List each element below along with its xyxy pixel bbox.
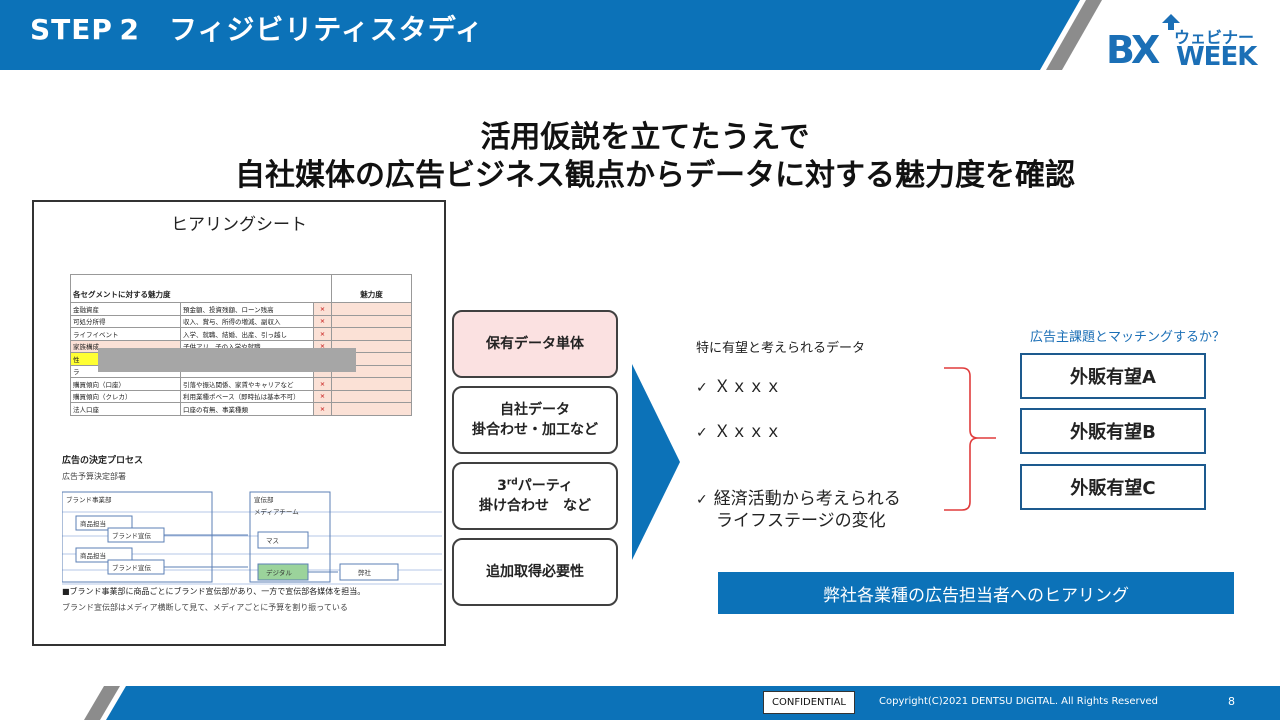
option-label: 3rdパーティ xyxy=(497,477,573,494)
header-bar xyxy=(0,0,1102,70)
decision-process-diagram: ブランド事業部 商品担当 ブランド宣伝 商品担当 ブランド宣伝 宣伝部 メディア… xyxy=(62,491,442,585)
option-label: 保有データ単体 xyxy=(486,335,584,352)
logo-webinar-text: ウェビナー xyxy=(1174,28,1255,47)
process-adv-label: 宣伝部 xyxy=(254,495,274,504)
candidate-box-b: 外販有望B xyxy=(1020,408,1206,454)
hearing-sheet-title: ヒアリングシート xyxy=(171,215,307,235)
candidate-box-c: 外販有望C xyxy=(1020,464,1206,510)
process-title: 広告の決定プロセス xyxy=(62,456,144,466)
confidential-badge: CONFIDENTIAL xyxy=(763,691,855,714)
segment-table-header: 各セグメントに対する魅力度 魅力度 xyxy=(70,274,412,303)
segment-table-attractiveness-header: 魅力度 xyxy=(331,274,412,303)
logo-week-text: WEEK xyxy=(1176,42,1257,72)
segment-table: 各セグメントに対する魅力度 魅力度 金融資産預金額、投資残額、ローン残高× 可処… xyxy=(70,274,412,416)
process-product-label: 商品担当 xyxy=(80,551,106,560)
process-note-1: ■ブランド事業部に商品ごとにブランド宣伝部があり、一方で宣伝部各媒体を担当。 xyxy=(62,587,366,596)
process-note-2: ブランド宣伝部はメディア横断して見て、メディアごとに予算を割り振っている xyxy=(62,603,348,612)
hearing-banner: 弊社各業種の広告担当者へのヒアリング xyxy=(718,572,1234,614)
slide-title: STEP 2 フィジビリティスタディ xyxy=(30,13,484,46)
process-digital-label: デジタル xyxy=(266,568,292,577)
data-item-continuation: ライフステージの変化 xyxy=(716,511,886,531)
headline-line-1: 活用仮説を立てたうえで xyxy=(480,120,810,155)
option-additional-acquisition: 追加取得必要性 xyxy=(452,538,618,606)
table-row: 金融資産預金額、投資残額、ローン残高× xyxy=(70,302,412,316)
bx-week-logo: BX ウェビナー WEEK xyxy=(1106,14,1266,72)
data-item: ✓ Ｘｘｘｘ xyxy=(696,417,782,442)
process-promo-label: ブランド宣伝 xyxy=(112,531,152,540)
process-us-label: 弊社 xyxy=(358,568,372,577)
option-third-party: 3rdパーティ掛け合わせ など xyxy=(452,462,618,530)
process-product-label: 商品担当 xyxy=(80,519,106,528)
data-item: ✓ 経済活動から考えられる xyxy=(696,484,901,509)
logo-arrow-icon xyxy=(1162,14,1180,30)
option-owned-data: 保有データ単体 xyxy=(452,310,618,378)
option-sublabel: 掛合わせ・加工など xyxy=(472,422,598,438)
logo-bx-text: BX xyxy=(1106,28,1160,72)
check-icon: ✓ xyxy=(696,380,708,396)
option-sublabel: 掛け合わせ など xyxy=(479,498,591,514)
promising-data-label: 特に有望と考えられるデータ xyxy=(696,341,866,356)
data-item-label: 経済活動から考えられる xyxy=(713,489,901,509)
page-number: 8 xyxy=(1228,695,1235,708)
copyright-text: Copyright(C)2021 DENTSU DIGITAL. All Rig… xyxy=(879,696,1159,707)
table-row: 購買傾向（口座）引落や振込関係、家賃やキャリアなど× xyxy=(70,377,412,391)
data-item-label: Ｘｘｘｘ xyxy=(713,377,782,397)
data-item-label: Ｘｘｘｘ xyxy=(713,422,782,442)
data-item: ✓ Ｘｘｘｘ xyxy=(696,372,782,397)
process-subtitle: 広告予算決定部署 xyxy=(62,472,126,481)
table-row: ライフイベント入学、就職、結婚、出産、引っ越し× xyxy=(70,327,412,341)
process-mass-label: マス xyxy=(266,537,279,545)
option-label: 追加取得必要性 xyxy=(486,563,584,580)
redaction-blur xyxy=(98,348,356,372)
process-promo-label: ブランド宣伝 xyxy=(112,563,152,572)
option-own-data-combination: 自社データ掛合わせ・加工など xyxy=(452,386,618,454)
check-icon: ✓ xyxy=(696,425,708,441)
process-brand-label: ブランド事業部 xyxy=(66,495,112,504)
check-icon: ✓ xyxy=(696,492,708,508)
table-row: 購買傾向（クレカ）利用業種ポベース（即時払は基本不可）× xyxy=(70,389,412,403)
matching-question: 広告主課題とマッチングするか？ xyxy=(1030,330,1226,345)
process-media-team-label: メディアチーム xyxy=(254,507,299,516)
headline-line-2: 自社媒体の広告ビジネス観点からデータに対する魅力度を確認 xyxy=(235,158,1075,193)
footer-bar xyxy=(84,686,1280,720)
segment-table-title: 各セグメントに対する魅力度 xyxy=(70,274,332,303)
hearing-sheet: ヒアリングシート 各セグメントに対する魅力度 魅力度 金融資産預金額、投資残額、… xyxy=(32,200,446,646)
candidate-box-a: 外販有望A xyxy=(1020,353,1206,399)
right-arrow-icon xyxy=(632,364,680,560)
table-row: 可処分所得収入、賞与、所得の増減、副収入× xyxy=(70,314,412,328)
bracket-icon xyxy=(944,367,996,511)
option-label: 自社データ xyxy=(500,401,570,418)
table-row: 法人口座口座の有無、事業種類× xyxy=(70,402,412,416)
